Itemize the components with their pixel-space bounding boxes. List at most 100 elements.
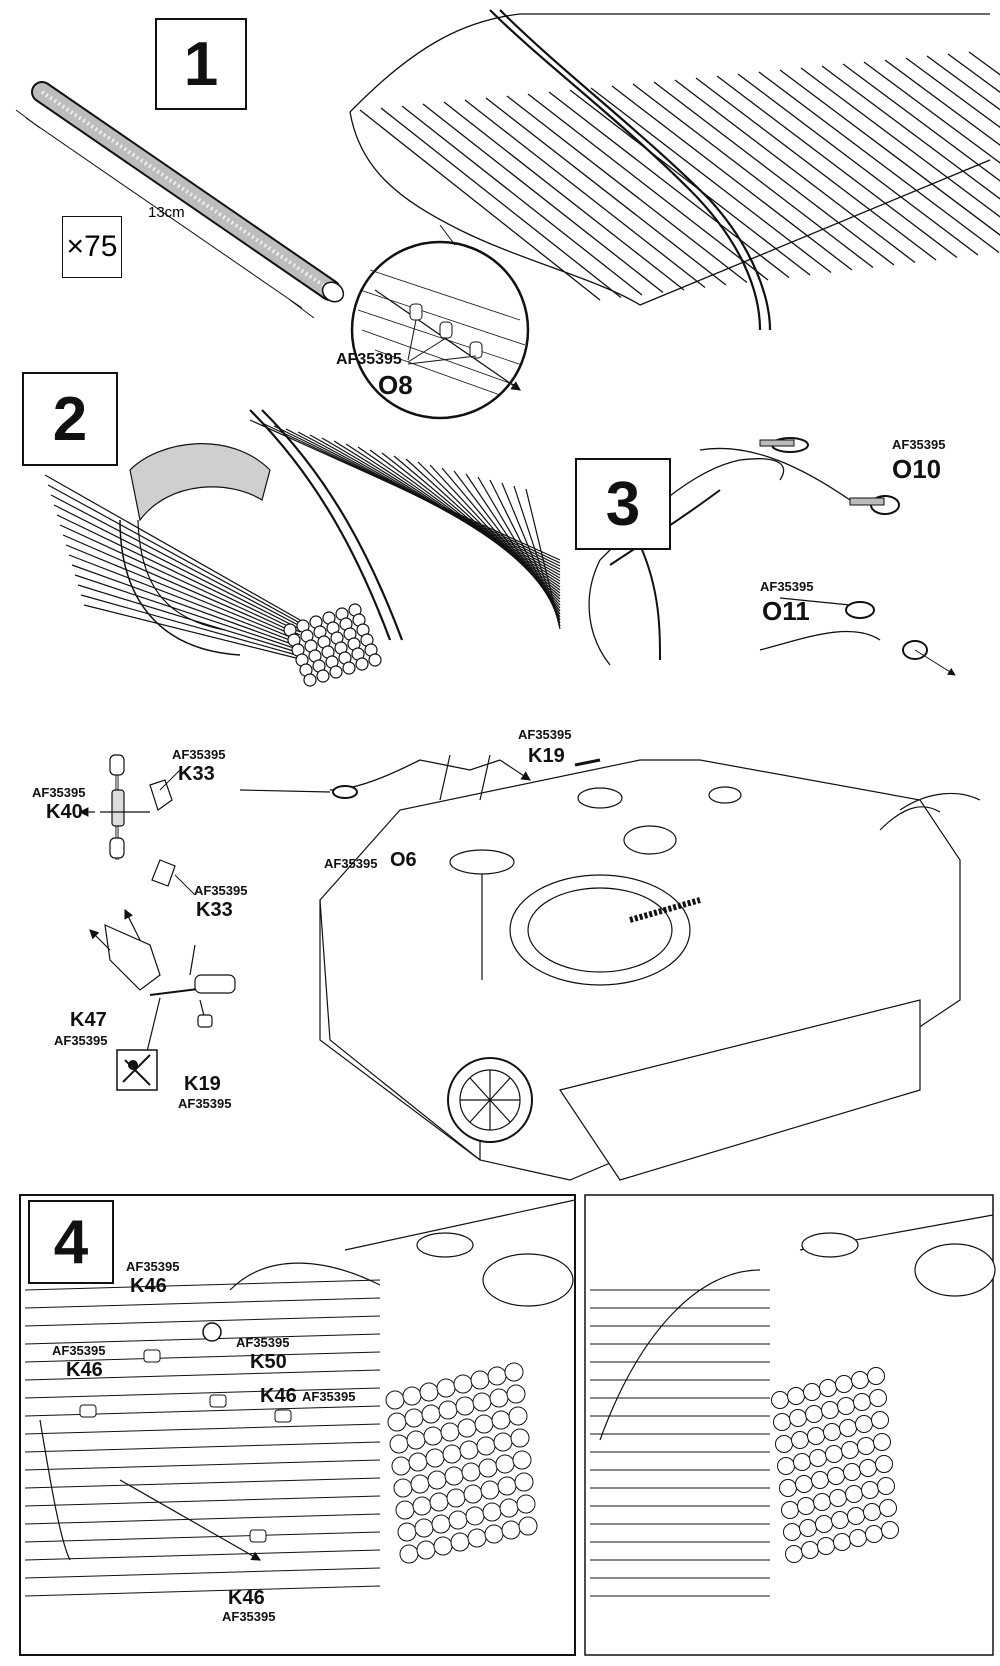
tube-end [867,1367,885,1385]
k50-part: K50 [250,1351,287,1373]
tube-end [397,1522,417,1542]
tube-end [815,1515,833,1533]
k46-a-code: AF35395 [126,1259,180,1274]
tube-line [24,1567,381,1579]
step-number-3: 3 [575,458,671,550]
k33-bottom-code: AF35395 [194,883,248,898]
tube-end [482,1502,502,1522]
tube-end [510,1428,530,1448]
tube-end [843,1463,861,1481]
tube-end [472,1392,492,1412]
tube-line [24,1477,381,1489]
k33-bottom-part: K33 [196,899,233,921]
tube-line [674,79,916,264]
tow-cables-step3 [588,437,956,676]
tube-line [632,83,874,269]
tube-end [402,1386,422,1406]
tube-end [847,1507,865,1525]
length-dimension-line [15,109,315,319]
tube-end [385,1390,405,1410]
tube-end [444,1466,464,1486]
tube-line [83,604,301,660]
tube-line [779,69,1000,236]
quantity-label: ×75 [62,216,122,278]
tube-line [24,1315,381,1327]
tube-end [508,1406,528,1426]
tube-line [548,91,790,279]
tube-end [450,1532,470,1552]
step-number-2: 2 [22,372,118,466]
tube-line [464,99,706,289]
tube-line [74,574,301,651]
tube-line [590,87,832,274]
tube-end [499,1498,519,1518]
tube-line [401,105,643,296]
tube-end [303,673,317,687]
tube-end [342,661,356,675]
tube-end [861,1481,879,1499]
tube-line [884,59,1000,146]
tube-end [512,1450,532,1470]
tube-end [419,1382,439,1402]
tube-end [440,1422,460,1442]
tube-end [427,1470,447,1490]
tube-end [476,1436,496,1456]
tube-line [24,1387,381,1399]
tube-line [24,1333,381,1345]
tube-line [968,51,1000,76]
tube-end [817,1537,835,1555]
tube-end [493,1432,513,1452]
k46-b-part: K46 [66,1359,103,1381]
tube-end [389,1434,409,1454]
tube-line [506,95,748,284]
tube-line [68,554,301,645]
tube-end [393,1478,413,1498]
tube-end [387,1412,407,1432]
tube-end [448,1510,468,1530]
tube-line [53,504,301,630]
tube-end [829,1489,847,1507]
tube-end [410,1474,430,1494]
tube-end [463,1484,483,1504]
tube-end [851,1371,869,1389]
tube-end [506,1384,526,1404]
tube-line [926,55,1000,111]
tube-end [877,1477,895,1495]
tube-end [457,1418,477,1438]
tube-end [791,1431,809,1449]
tube-line [24,1459,381,1471]
tube-line [24,1351,381,1363]
tube-end [869,1389,887,1407]
hull-assembly [239,754,981,1181]
o11-code: AF35395 [760,579,814,594]
k40-code: AF35395 [32,785,86,800]
tube-line [50,494,301,627]
tube-line [758,71,1000,254]
tube-end [414,1518,434,1538]
tube-end [839,1419,857,1437]
tube-end [863,1503,881,1521]
tube-end [871,1411,889,1429]
step4-left-art [24,1199,576,1597]
tube-end [841,1441,859,1459]
tube-line [525,488,561,630]
tube-line [24,1279,381,1291]
tube-line [501,482,561,624]
tube-line [905,57,1000,129]
tube-line [24,1549,381,1561]
o10-part: O10 [892,454,942,484]
tube-line [513,485,561,627]
tube-bundle-step2 [44,409,561,687]
tube-end [478,1458,498,1478]
tube-end [879,1499,897,1517]
tube-end [833,1533,851,1551]
tube-line [24,1495,381,1507]
tube-end [514,1472,534,1492]
k47-part: K47 [70,1009,107,1031]
tube-line [24,1369,381,1381]
tube-line [737,73,979,256]
k19-left-code: AF35395 [178,1096,232,1111]
tube-end [470,1370,490,1390]
tube-end [459,1440,479,1460]
